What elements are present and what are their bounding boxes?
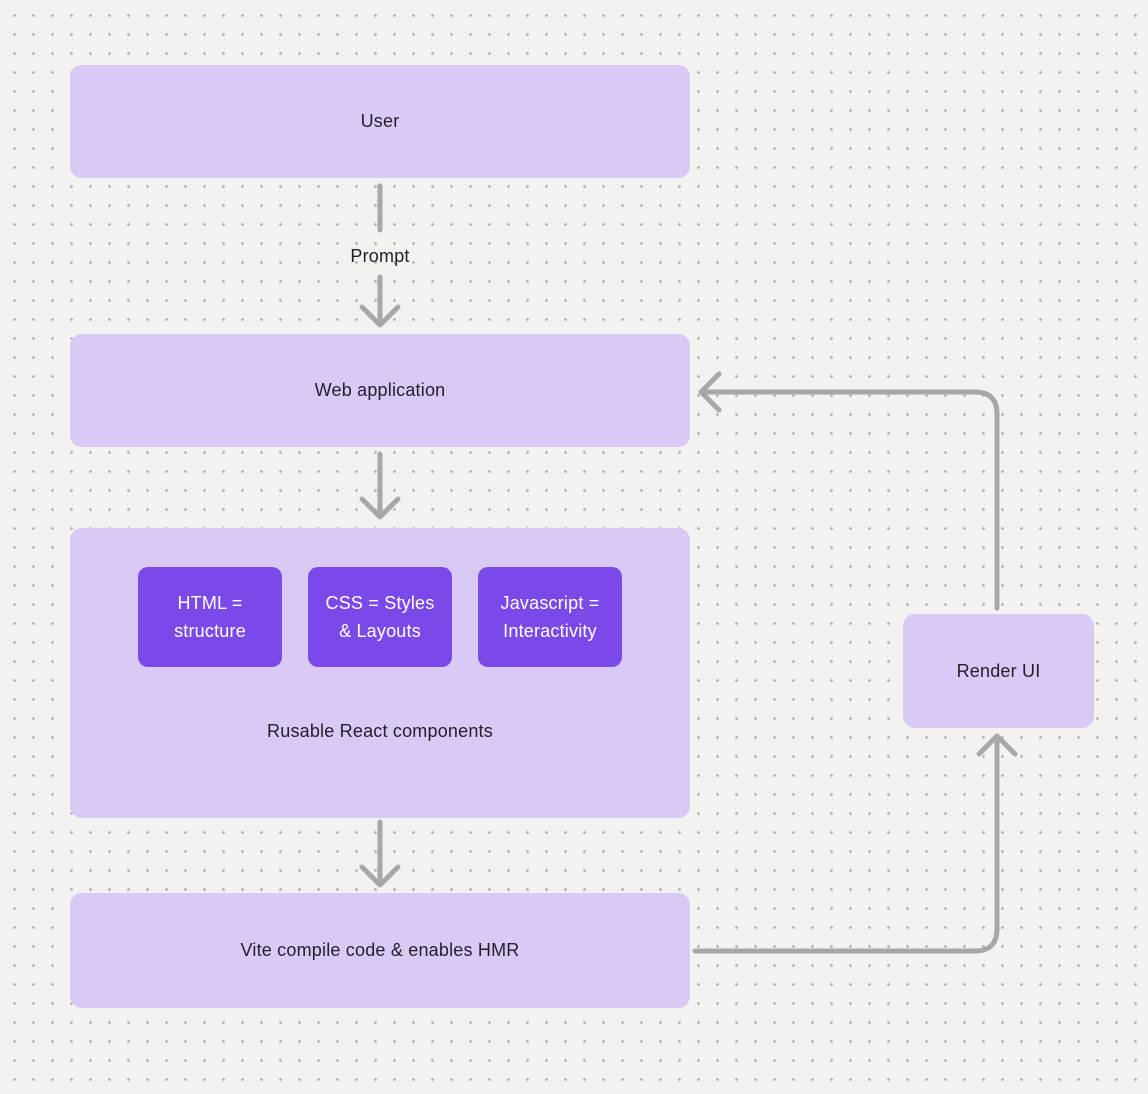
node-user-label: User bbox=[360, 111, 400, 131]
node-html-label: HTML = structure bbox=[174, 593, 246, 641]
edge-webapp-to-components-arrow bbox=[359, 451, 401, 520]
node-javascript-label: Javascript = Interactivity bbox=[500, 593, 600, 641]
edge-vite-to-renderui-arrow bbox=[692, 733, 1018, 954]
edge-prompt-to-webapp-arrow bbox=[359, 274, 401, 328]
node-vite: Vite compile code & enables HMR bbox=[70, 893, 690, 1008]
components-group-caption: Rusable React components bbox=[267, 720, 493, 741]
node-web-application-label: Web application bbox=[314, 380, 446, 400]
edge-label-prompt: Prompt bbox=[350, 245, 410, 266]
node-vite-label: Vite compile code & enables HMR bbox=[240, 940, 520, 960]
node-javascript: Javascript = Interactivity bbox=[478, 567, 622, 667]
node-css-label: CSS = Styles & Layouts bbox=[325, 593, 435, 641]
node-web-application: Web application bbox=[70, 334, 690, 447]
node-html: HTML = structure bbox=[138, 567, 282, 667]
node-css: CSS = Styles & Layouts bbox=[308, 567, 452, 667]
node-user: User bbox=[70, 65, 690, 178]
node-render-ui: Render UI bbox=[903, 614, 1094, 728]
node-render-ui-label: Render UI bbox=[956, 660, 1041, 681]
edge-renderui-to-webapp-arrow bbox=[698, 371, 1000, 611]
edge-components-to-vite-arrow bbox=[359, 819, 401, 888]
